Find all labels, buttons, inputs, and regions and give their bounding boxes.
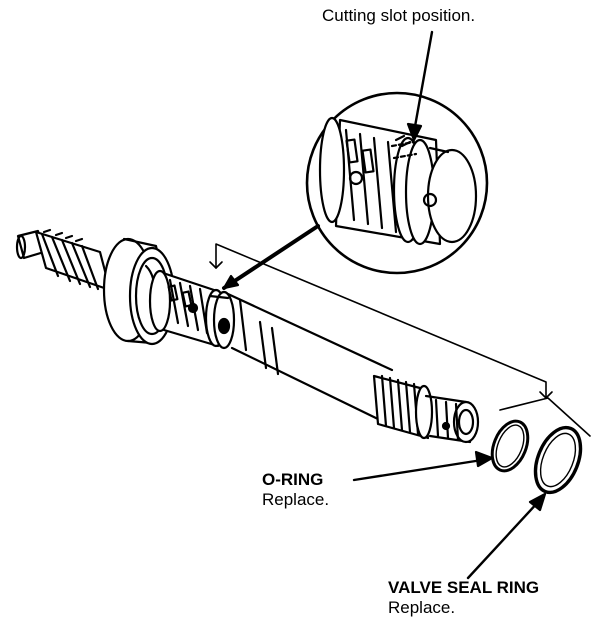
spline-section (372, 374, 434, 440)
valve-seal-title: VALVE SEAL RING (388, 578, 540, 597)
shaft-tip (424, 394, 480, 444)
o-ring-leader (352, 450, 494, 482)
bracket-line (209, 243, 591, 437)
cutting-slot-label: Cutting slot position. (322, 6, 476, 25)
o-ring (490, 419, 530, 473)
o-ring-title: O-RING (262, 470, 324, 489)
groove-band (204, 288, 236, 350)
cutting-slot-leader (406, 30, 434, 142)
valve-seal-ring (533, 425, 583, 495)
shaft-assembly (15, 228, 480, 444)
o-ring-callout: O-RING Replace. (262, 470, 329, 511)
pinion-gear (15, 228, 112, 292)
valve-seal-note: Replace. (388, 598, 456, 618)
main-shaft (226, 292, 394, 422)
magnifier-leader (222, 224, 320, 290)
slotted-sleeve (148, 269, 220, 348)
valve-seal-leader (466, 492, 547, 580)
cutting-slot-marker (390, 140, 418, 160)
detail-magnifier (305, 91, 489, 275)
valve-seal-callout: VALVE SEAL RING Replace. (388, 578, 539, 619)
o-ring-note: Replace. (262, 490, 330, 510)
